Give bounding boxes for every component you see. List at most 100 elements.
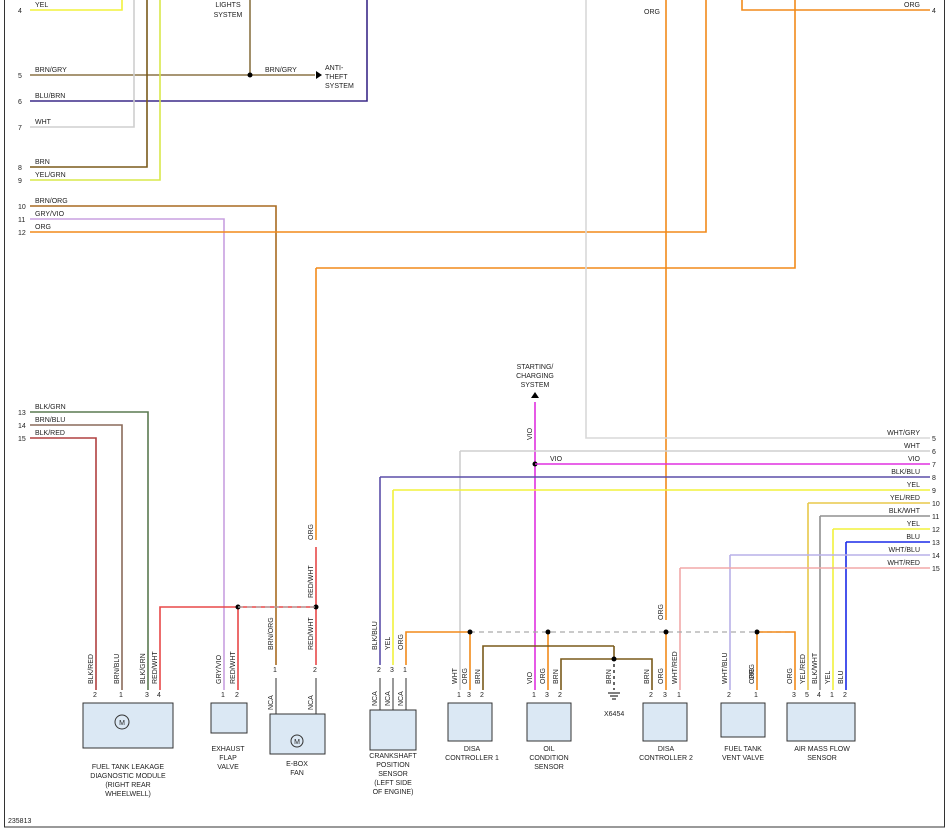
- label-red-wht-ebox: RED/WHT: [308, 565, 315, 598]
- e-box-fan-pin-wire: RED/WHT: [308, 617, 315, 650]
- anti-theft-label: SYSTEM: [325, 83, 354, 90]
- right-pin-label-15: WHT/RED: [887, 560, 920, 567]
- fuel-tank-leakage-pin-num: 4: [157, 692, 161, 699]
- air-mass-flow-pin-wire: YEL: [825, 671, 832, 684]
- disa-1-pin-wire: WHT: [452, 667, 459, 684]
- splice-red-wht-ebox: [313, 604, 319, 610]
- exhaust-flap-caption: VALVE: [217, 764, 239, 771]
- disa-2-pin-num: 3: [663, 692, 667, 699]
- fuel-tank-vent-caption: FUEL TANK: [724, 746, 762, 753]
- disa-1-caption: DISA: [464, 746, 481, 753]
- left-pin-label-12: ORG: [35, 224, 51, 231]
- right-pin-5: 5: [932, 436, 936, 443]
- disa-2-pin-wire: WHT/RED: [672, 651, 679, 684]
- disa-1-box: [447, 702, 493, 742]
- right-pin-7: 7: [932, 462, 936, 469]
- disa-1-pin-num: 2: [480, 692, 484, 699]
- fuel-tank-leakage-caption: FUEL TANK LEAKAGE: [92, 764, 165, 771]
- right-pin-15: 15: [932, 566, 940, 573]
- motor-icon: [114, 714, 130, 730]
- exhaust-flap-box: [210, 702, 248, 734]
- left-pin-8: 8: [18, 165, 22, 172]
- wire-brn-disa1: [482, 645, 614, 690]
- fuel-tank-leakage-pin-wire: BLK/RED: [88, 654, 95, 684]
- label-vio-horz: VIO: [550, 456, 563, 463]
- air-mass-flow-caption: AIR MASS FLOW: [794, 746, 850, 753]
- label-layer: 4YEL5BRN/GRY6BLU/BRN7WHT8BRN9YEL/GRN10BR…: [18, 2, 940, 798]
- oil-condition-caption: CONDITION: [529, 755, 568, 762]
- anti-theft-label: ANTI-: [325, 65, 344, 72]
- right-pin-14: 14: [932, 553, 940, 560]
- right-pin-label-4: ORG: [904, 2, 920, 9]
- right-pin-13: 13: [932, 540, 940, 547]
- splice-dot: [663, 629, 669, 635]
- air-mass-flow-pin-num: 4: [817, 692, 821, 699]
- left-pin-label-9: YEL/GRN: [35, 172, 66, 179]
- disa-1-pin-wire: BRN: [475, 669, 482, 684]
- wire-brn-oil: [560, 658, 653, 690]
- air-mass-flow-pin-num: 2: [843, 692, 847, 699]
- label-org-top: ORG: [644, 9, 660, 16]
- label-vio-vert: VIO: [527, 427, 534, 440]
- wire-red-wht-bus: [159, 606, 316, 690]
- right-pin-label-9: YEL: [907, 482, 920, 489]
- disa-1-pin-wire: ORG: [462, 668, 469, 684]
- fan-motor-icon: [290, 734, 304, 748]
- right-pin-4: 4: [932, 8, 936, 15]
- air-mass-flow-pin-num: 1: [830, 692, 834, 699]
- disa-2-box: [642, 702, 688, 742]
- fan-motor-letter: M: [294, 739, 300, 746]
- anti-theft-arrow: [316, 71, 322, 79]
- right-pin-label-5: WHT/GRY: [887, 430, 920, 437]
- exhaust-flap-pin-wire: GRY/VIO: [216, 654, 223, 684]
- right-pin-label-13: BLU: [906, 534, 920, 541]
- air-mass-flow-pin-wire: BLU: [838, 670, 845, 684]
- wire-brn-pin8: [30, 0, 148, 168]
- motor-letter: M: [119, 720, 125, 727]
- disa-1-pin-num: 1: [457, 692, 461, 699]
- left-pin-label-15: BLK/RED: [35, 430, 65, 437]
- label-org-ebox: ORG: [308, 524, 315, 540]
- air-mass-flow-pin-wire: ORG: [787, 668, 794, 684]
- e-box-fan-nca: NCA: [268, 695, 275, 710]
- e-box-fan-pin-num: 2: [313, 667, 317, 674]
- left-pin-label-6: BLU/BRN: [35, 93, 65, 100]
- splice-brn-gry: [247, 72, 253, 78]
- left-pin-label-13: BLK/GRN: [35, 404, 66, 411]
- air-mass-flow-pin-wire: BLK/WHT: [812, 652, 819, 684]
- left-pin-14: 14: [18, 423, 26, 430]
- e-box-fan-nca: NCA: [308, 695, 315, 710]
- fuel-tank-vent-box: [720, 702, 766, 738]
- wire-brn-org: [30, 205, 277, 665]
- crankshaft-nca: NCA: [398, 691, 405, 706]
- oil-condition-box: [526, 702, 572, 742]
- disa-2-pin-num: 2: [649, 692, 653, 699]
- right-pin-label-8: BLK/BLU: [891, 469, 920, 476]
- fuel-tank-leakage-caption: (RIGHT REAR: [105, 782, 150, 789]
- wire-org-crank: [405, 631, 470, 665]
- exhaust-flap-pin-num: 2: [235, 692, 239, 699]
- fuel-tank-leakage-pin-num: 2: [93, 692, 97, 699]
- right-pin-label-14: WHT/BLU: [889, 547, 921, 554]
- fuel-tank-leakage-pin-num: 1: [119, 692, 123, 699]
- right-pin-6: 6: [932, 449, 936, 456]
- oil-condition-pin-num: 2: [558, 692, 562, 699]
- ground-pin-wire: BRN: [606, 669, 613, 684]
- wire-yel-pin4: [30, 0, 123, 11]
- left-pin-label-5: BRN/GRY: [35, 67, 67, 74]
- left-pin-5: 5: [18, 73, 22, 80]
- e-box-fan-caption: E-BOX: [286, 761, 308, 768]
- wire-org-amf: [757, 631, 796, 690]
- wire-blk-grn: [30, 411, 149, 690]
- label-brn-gry: BRN/GRY: [265, 67, 297, 74]
- wire-org-e-box-top: [316, 0, 796, 269]
- wire-brn-blu: [30, 424, 123, 690]
- starting-charging-label: SYSTEM: [521, 382, 550, 389]
- ground-label: X6454: [604, 711, 624, 718]
- label-org-disa2: ORG: [658, 604, 665, 620]
- oil-condition-caption: SENSOR: [534, 764, 564, 771]
- fuel-tank-vent-pin-wire: ORG: [749, 668, 756, 684]
- component-layer: MM: [82, 702, 856, 755]
- wire-gry-vio: [30, 218, 225, 690]
